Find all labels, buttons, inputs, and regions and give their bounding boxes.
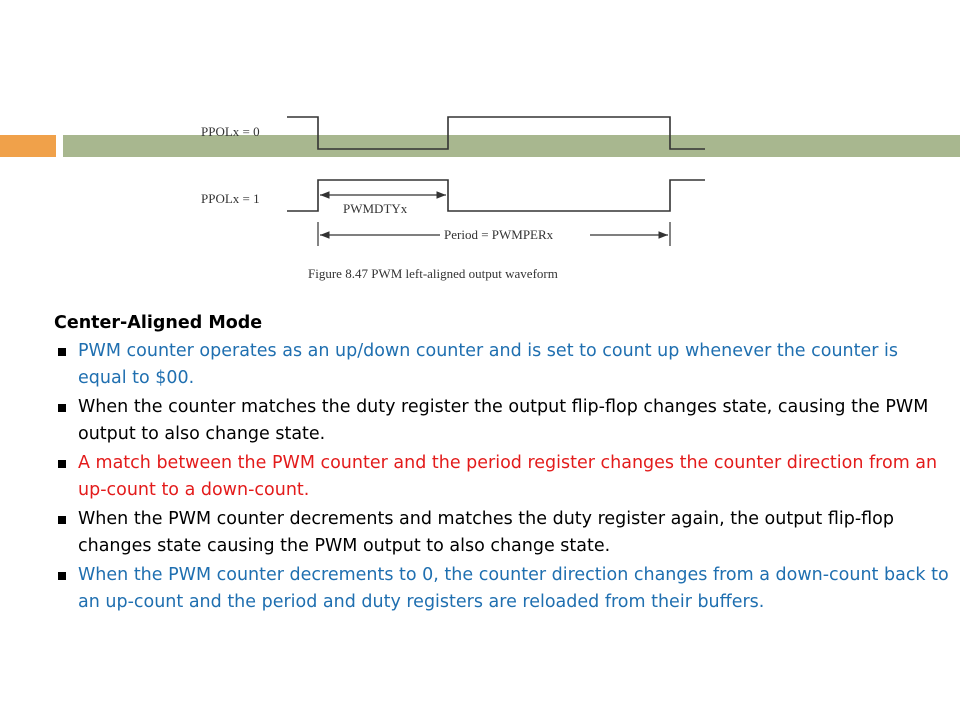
ppol1-label: PPOLx = 1 <box>201 191 260 206</box>
bullet-list: PWM counter operates as an up/down count… <box>54 338 950 616</box>
figure-caption: Figure 8.47 PWM left-aligned output wave… <box>308 266 558 281</box>
bullet-item: When the PWM counter decrements to 0, th… <box>54 562 950 616</box>
bullet-text: When the counter matches the duty regist… <box>78 397 929 444</box>
bullet-item: When the counter matches the duty regist… <box>54 394 950 448</box>
bullet-text: When the PWM counter decrements to 0, th… <box>78 565 949 612</box>
bullet-text: A match between the PWM counter and the … <box>78 453 938 500</box>
square-bullet-icon <box>58 404 66 412</box>
section-heading: Center-Aligned Mode <box>54 313 263 333</box>
ppol1-waveform <box>287 179 705 212</box>
accent-bar-orange <box>0 135 56 157</box>
duty-label: PWMDTYx <box>343 201 408 216</box>
square-bullet-icon <box>58 460 66 468</box>
square-bullet-icon <box>58 572 66 580</box>
period-label: Period = PWMPERx <box>444 227 554 242</box>
ppol0-waveform <box>287 116 705 150</box>
pwm-waveform-figure: PPOLx = 0 PPOLx = 1 PWMDTYx Period = PWM… <box>201 116 705 281</box>
ppol0-label: PPOLx = 0 <box>201 124 260 139</box>
bullet-item: PWM counter operates as an up/down count… <box>54 338 950 392</box>
accent-bar-green <box>63 135 960 157</box>
square-bullet-icon <box>58 516 66 524</box>
bullet-text: PWM counter operates as an up/down count… <box>78 341 899 388</box>
square-bullet-icon <box>58 348 66 356</box>
bullet-text: When the PWM counter decrements and matc… <box>78 509 894 556</box>
bullet-item: A match between the PWM counter and the … <box>54 450 950 504</box>
bullet-item: When the PWM counter decrements and matc… <box>54 506 950 560</box>
text-content: Center-Aligned Mode PWM counter operates… <box>54 310 950 618</box>
